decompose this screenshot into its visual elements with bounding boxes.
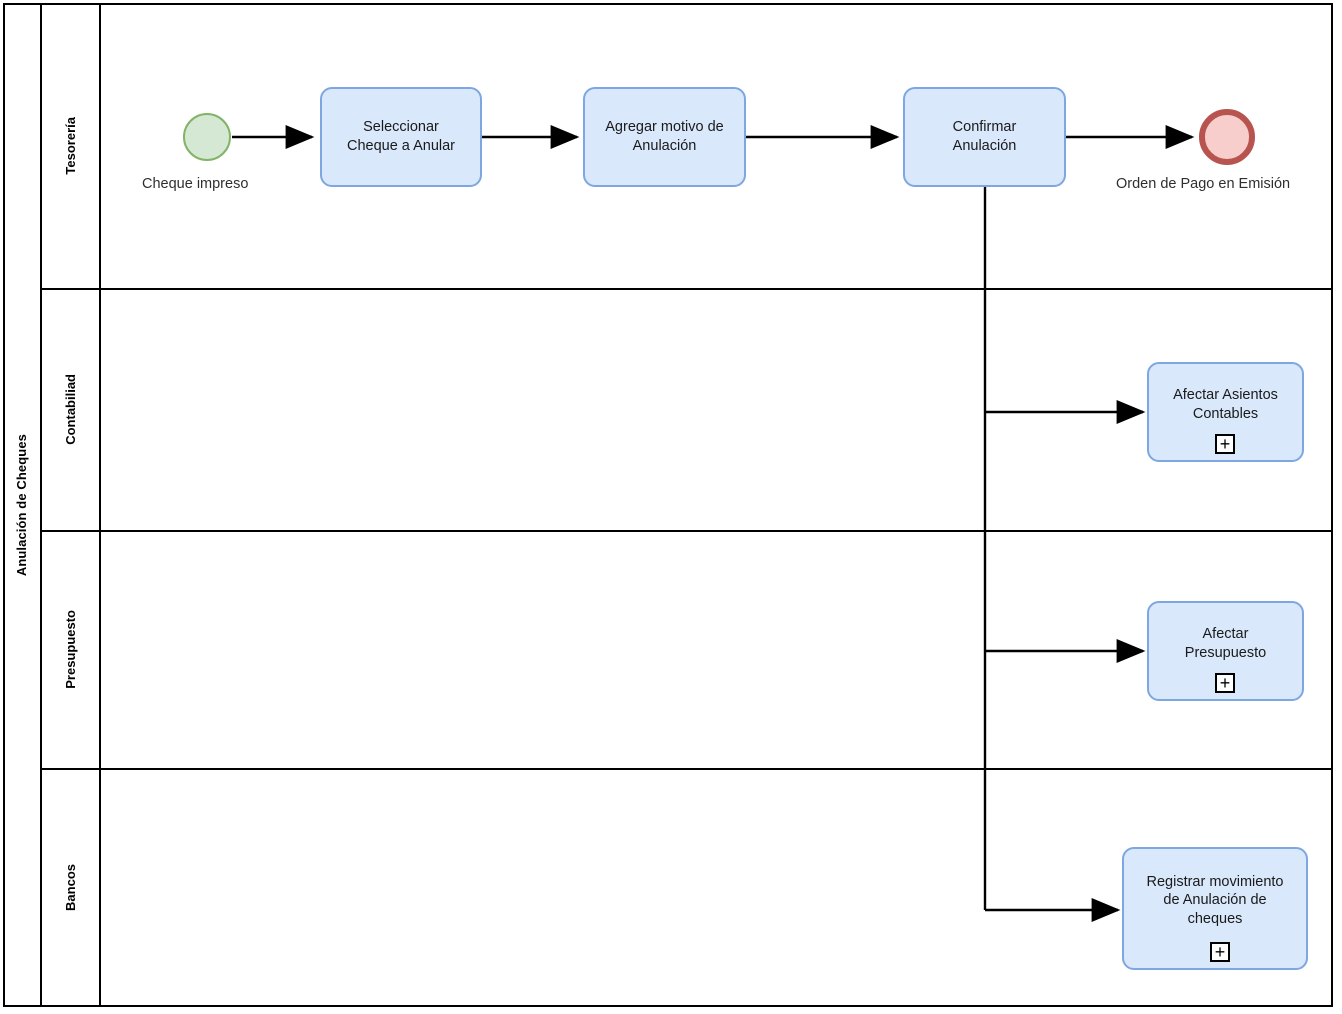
subprocess-expand-icon[interactable]: + — [1210, 942, 1230, 962]
subprocess-expand-icon[interactable]: + — [1215, 434, 1235, 454]
lane-label-tesoreria: Tesorería — [63, 116, 78, 175]
lane-label-contabiliad: Contabiliad — [63, 373, 78, 445]
task-label: Afectar Presupuesto — [1184, 626, 1267, 661]
task-label: Confirmar Anulación — [952, 119, 1017, 154]
lane-bancos: Bancos — [42, 768, 1333, 1007]
task-label: Agregar motivo de Anulación — [605, 119, 724, 154]
lane-header-contabiliad: Contabiliad — [42, 288, 101, 530]
lane-label-presupuesto: Presupuesto — [63, 609, 78, 689]
start-event-cheque-impreso[interactable] — [183, 113, 231, 161]
lane-divider-2 — [42, 530, 1333, 532]
lane-header-bancos: Bancos — [42, 768, 101, 1007]
task-label: Registrar movimiento de Anulación de che… — [1146, 873, 1284, 927]
task-confirmar-anulacion[interactable]: Confirmar Anulación — [903, 87, 1066, 187]
lane-divider-3 — [42, 768, 1333, 770]
pool-title: Anulación de Cheques — [3, 3, 42, 1007]
task-label: Afectar Asientos Contables — [1173, 387, 1278, 422]
task-agregar-motivo-de-anulacion[interactable]: Agregar motivo de Anulación — [583, 87, 746, 187]
lane-presupuesto: Presupuesto — [42, 530, 1333, 768]
lane-divider-1 — [42, 288, 1333, 290]
pool-anulacion-de-cheques — [3, 3, 1333, 1007]
end-event-label: Orden de Pago en Emisión — [1116, 176, 1291, 192]
lane-label-bancos: Bancos — [63, 864, 78, 911]
lane-contabiliad: Contabiliad — [42, 288, 1333, 530]
lane-tesoreria: Tesorería — [42, 3, 1333, 288]
end-event-orden-de-pago-en-emision[interactable] — [1199, 109, 1255, 165]
pool-title-label: Anulación de Cheques — [14, 433, 29, 577]
start-event-label: Cheque impreso — [142, 176, 249, 192]
lane-header-tesoreria: Tesorería — [42, 3, 101, 288]
task-seleccionar-cheque-a-anular[interactable]: Seleccionar Cheque a Anular — [320, 87, 482, 187]
task-label: Seleccionar Cheque a Anular — [346, 119, 456, 154]
subprocess-expand-icon[interactable]: + — [1215, 673, 1235, 693]
lane-header-presupuesto: Presupuesto — [42, 530, 101, 768]
